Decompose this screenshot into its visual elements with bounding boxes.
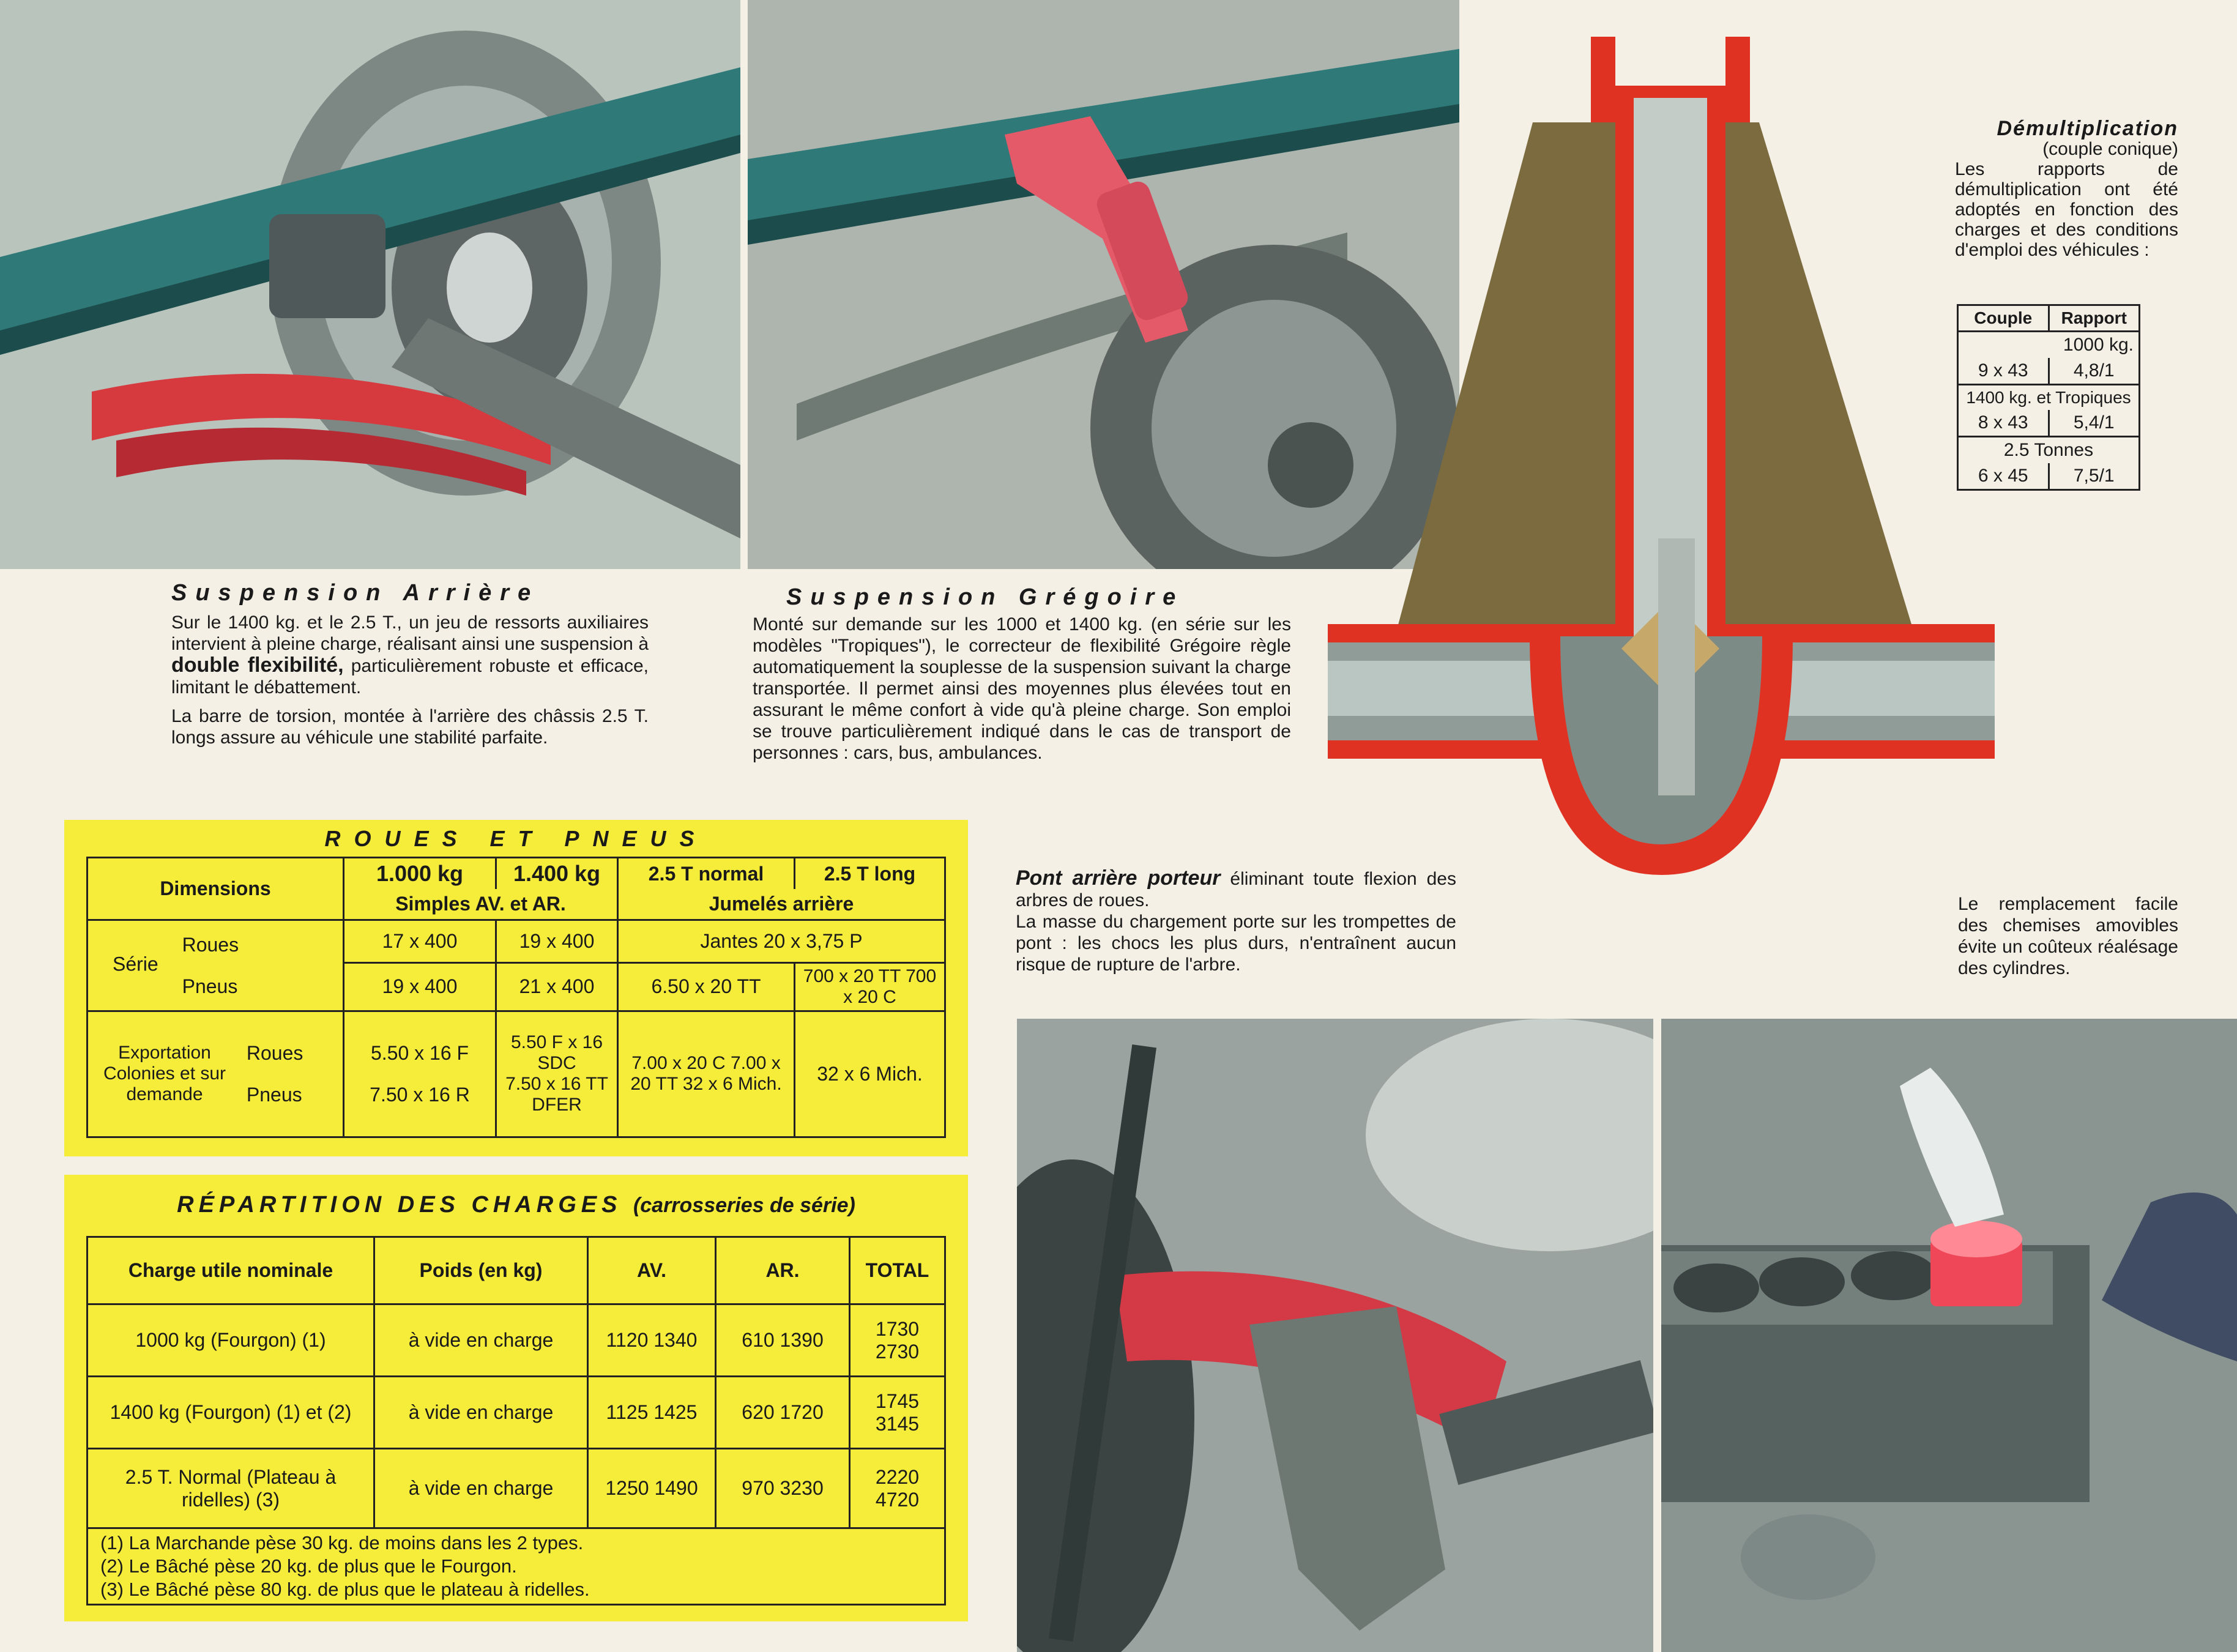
demul-label-1000: 1000 kg. <box>1957 330 2140 358</box>
header-1400: 1.400 kg <box>495 857 619 889</box>
photo-differential-cutaway <box>1328 37 1995 875</box>
export-1400-a: 5.50 F x 16 SDC <box>510 1032 603 1074</box>
row-1000-total: 1730 2730 <box>849 1303 946 1377</box>
serie-roues-25: Jantes 20 x 3,75 P <box>617 918 946 964</box>
suspension-gregoire-text: Monté sur demande sur les 1000 et 1400 k… <box>753 614 1291 763</box>
row-1400-av: 1125 1425 <box>587 1375 717 1449</box>
roues-pneus-title: ROUES ET PNEUS <box>324 826 708 851</box>
serie-label: Série <box>113 952 158 975</box>
chemises-text: Le remplacement facile des chemises amov… <box>1958 894 2178 978</box>
row-1400-etat: à vide en charge <box>373 1375 589 1449</box>
serie-roues-1000: 17 x 400 <box>343 918 497 964</box>
suspension-arriere-body-a: Sur le 1400 kg. et le 2.5 T., un jeu de … <box>171 612 649 654</box>
serie-pneus-25-normal: 6.50 x 20 TT <box>617 961 795 1012</box>
export-pneus-label: Pneus <box>246 1084 302 1106</box>
note-1: (1) La Marchande pèse 30 kg. de moins da… <box>100 1532 584 1553</box>
dimensions-header: Dimensions <box>86 857 344 921</box>
row-1000-ar: 610 1390 <box>715 1303 851 1377</box>
header-charge-utile: Charge utile nominale <box>86 1236 375 1305</box>
export-25-normal: 7.00 x 20 C 7.00 x 20 TT 32 x 6 Mich. <box>617 1010 795 1138</box>
repartition-title: RÉPARTITION DES CHARGES <box>177 1192 622 1218</box>
pont-arriere-text: Pont arrière porteur éliminant toute fle… <box>1016 868 1456 975</box>
suspension-arriere-text: Sur le 1400 kg. et le 2.5 T., un jeu de … <box>171 612 649 748</box>
header-av: AV. <box>587 1236 717 1305</box>
repartition-panel: RÉPARTITION DES CHARGES (carrosseries de… <box>64 1175 968 1621</box>
demul-rapport-25: 7,5/1 <box>2047 463 2140 491</box>
demul-label-25: 2.5 Tonnes <box>1957 436 2140 463</box>
row-25-etat: à vide en charge <box>373 1448 589 1529</box>
serie-pneus-1000: 19 x 400 <box>343 961 497 1012</box>
couple-header: Couple <box>1957 304 2050 332</box>
note-3: (3) Le Bâché pèse 80 kg. de plus que le … <box>100 1579 590 1600</box>
serie-roues-1400: 19 x 400 <box>495 918 619 964</box>
header-jumeles: Jumelés arrière <box>617 889 946 921</box>
header-25-long: 2.5 T long <box>794 857 946 889</box>
export-roues-1000: 5.50 x 16 F <box>370 1042 469 1065</box>
row-1400-label: 1400 kg (Fourgon) (1) et (2) <box>86 1375 375 1449</box>
demul-couple-1000: 9 x 43 <box>1957 358 2050 385</box>
pont-arriere-title: Pont arrière porteur <box>1016 866 1221 890</box>
pont-arriere-body2: La masse du chargement porte sur les tro… <box>1016 912 1456 975</box>
header-simples: Simples AV. et AR. <box>343 889 619 921</box>
demultiplication-subtitle: (couple conique) <box>2042 139 2178 159</box>
export-label: Exportation Colonies et sur demande <box>103 1043 226 1105</box>
roues-pneus-table: Dimensions 1.000 kg 1.400 kg 2.5 T norma… <box>86 857 946 1138</box>
repartition-subtitle: (carrosseries de série) <box>633 1194 855 1217</box>
row-1400-total: 1745 3145 <box>849 1375 946 1449</box>
row-1000-etat: à vide en charge <box>373 1303 589 1377</box>
header-poids: Poids (en kg) <box>373 1236 589 1305</box>
serie-pneus-1400: 21 x 400 <box>495 961 619 1012</box>
row-1400-ar: 620 1720 <box>715 1375 851 1449</box>
row-1000-av: 1120 1340 <box>587 1303 717 1377</box>
header-total: TOTAL <box>849 1236 946 1305</box>
header-1000: 1.000 kg <box>343 857 497 889</box>
demul-couple-1400: 8 x 43 <box>1957 410 2050 437</box>
header-ar: AR. <box>715 1236 851 1305</box>
rapport-header: Rapport <box>2047 304 2140 332</box>
demultiplication-body: Les rapports de démultiplication ont été… <box>1955 159 2178 260</box>
pont-arriere-body1: éliminant toute flexion des arbres de ro… <box>1016 869 1456 910</box>
photo-rear-suspension <box>0 0 740 569</box>
serie-pneus-25-long: 700 x 20 TT 700 x 20 C <box>794 961 946 1012</box>
suspension-arriere-title: Suspension Arrière <box>171 580 540 606</box>
demultiplication-block: Démultiplication (couple conique) Les ra… <box>1955 117 2178 260</box>
serie-pneus-label: Pneus <box>182 975 238 997</box>
demul-label-1400: 1400 kg. et Tropiques <box>1957 384 2140 410</box>
demultiplication-title: Démultiplication <box>1997 117 2178 140</box>
suspension-arriere-highlight: double flexibilité, <box>171 653 344 677</box>
suspension-arriere-body-c: particulièrement robuste et efficace, li… <box>171 656 649 698</box>
photo-gregoire-suspension <box>748 0 1459 569</box>
note-2: (2) Le Bâché pèse 20 kg. de plus que le … <box>100 1555 517 1577</box>
export-1400-b: 7.50 x 16 TT DFER <box>505 1074 608 1115</box>
export-pneus-1000: 7.50 x 16 R <box>370 1084 470 1106</box>
serie-roues-label: Roues <box>182 933 239 956</box>
row-25-ar: 970 3230 <box>715 1448 851 1529</box>
header-25-normal: 2.5 T normal <box>617 857 795 889</box>
row-1000-label: 1000 kg (Fourgon) (1) <box>86 1303 375 1377</box>
suspension-gregoire-title: Suspension Grégoire <box>786 584 1185 610</box>
export-25-long: 32 x 6 Mich. <box>794 1010 946 1138</box>
demul-couple-25: 6 x 45 <box>1957 463 2050 491</box>
demul-rapport-1000: 4,8/1 <box>2047 358 2140 385</box>
photo-engine-liners <box>1661 1019 2237 1652</box>
row-25-label: 2.5 T. Normal (Plateau à ridelles) (3) <box>86 1448 375 1529</box>
roues-pneus-panel: ROUES ET PNEUS Dimensions 1.000 kg 1.400… <box>64 820 968 1156</box>
export-roues-label: Roues <box>246 1042 303 1065</box>
row-25-total: 2220 4720 <box>849 1448 946 1529</box>
row-25-av: 1250 1490 <box>587 1448 717 1529</box>
photo-rear-axle <box>1017 1019 1653 1652</box>
demul-rapport-1400: 5,4/1 <box>2047 410 2140 437</box>
suspension-arriere-body2: La barre de torsion, montée à l'arrière … <box>171 706 649 748</box>
repartition-table: Charge utile nominale Poids (en kg) AV. … <box>86 1236 946 1605</box>
